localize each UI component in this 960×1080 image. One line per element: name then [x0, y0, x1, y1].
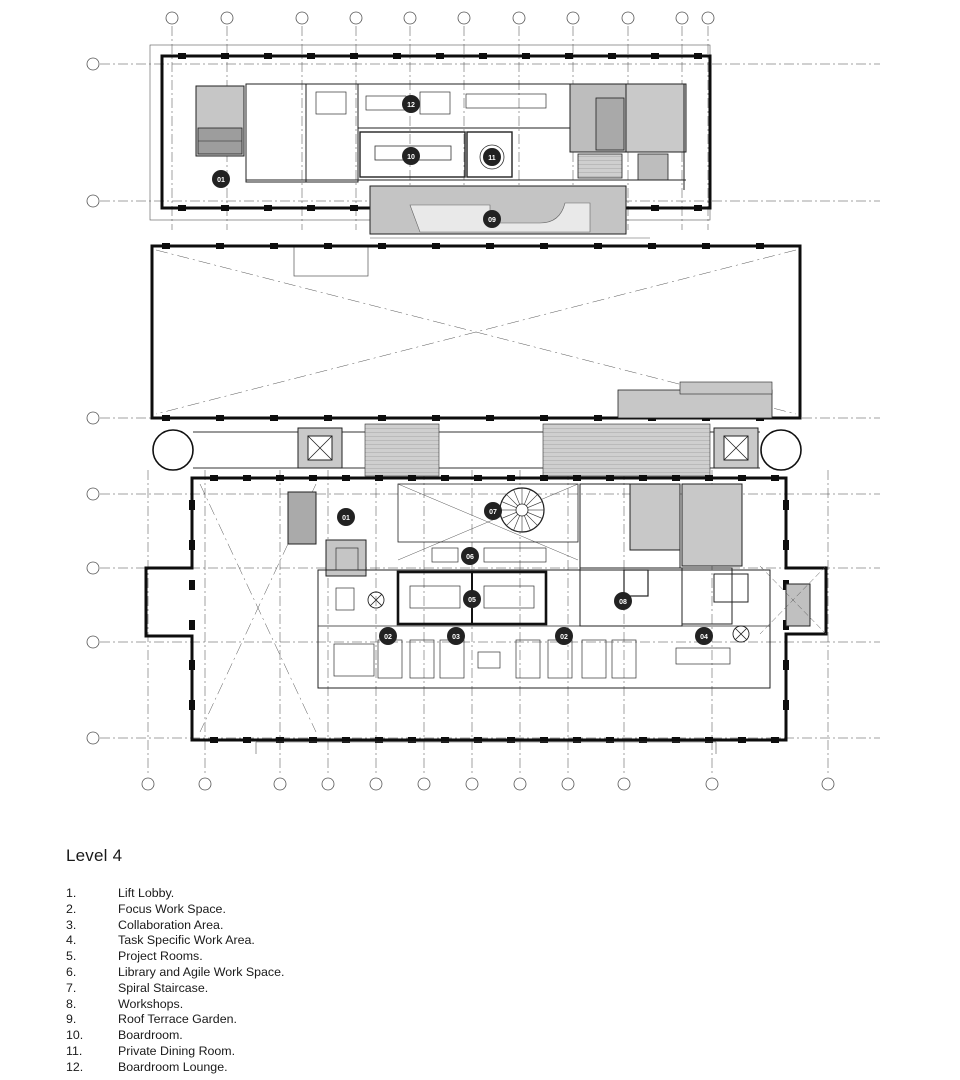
svg-text:12: 12	[407, 102, 415, 109]
floor-plan-drawing: 01 12 10 11 09 01 07 06 05 08 02 03 02 0…	[86, 11, 880, 791]
svg-text:02: 02	[560, 634, 568, 641]
legend-label: Roof Terrace Garden.	[118, 1012, 237, 1027]
marker-08: 08	[614, 592, 632, 610]
legend-item: 8. Workshops.	[66, 997, 666, 1013]
svg-text:03: 03	[452, 634, 460, 641]
legend-item: 4. Task Specific Work Area.	[66, 933, 666, 949]
legend-item: 9. Roof Terrace Garden.	[66, 1012, 666, 1028]
legend-number: 3.	[66, 917, 77, 932]
legend-number: 10.	[66, 1028, 84, 1043]
marker-05: 05	[463, 590, 481, 608]
legend-number: 5.	[66, 949, 77, 964]
marker-12: 12	[402, 95, 420, 113]
legend-label: Lift Lobby.	[118, 886, 175, 900]
svg-text:05: 05	[468, 597, 476, 604]
marker-03: 03	[447, 627, 465, 645]
svg-text:11: 11	[488, 155, 496, 162]
marker-10: 10	[402, 147, 420, 165]
legend-item: 1. Lift Lobby.	[66, 886, 666, 902]
svg-text:04: 04	[700, 634, 708, 641]
marker-11: 11	[483, 148, 501, 166]
link-bridge	[152, 423, 802, 477]
legend-number: 8.	[66, 996, 77, 1011]
legend-number: 6.	[66, 964, 77, 979]
marker-09: 09	[483, 210, 501, 228]
svg-text:09: 09	[488, 217, 496, 224]
legend-number: 1.	[66, 886, 77, 900]
grid-bubbles	[86, 11, 835, 791]
legend-item: 12. Boardroom Lounge.	[66, 1060, 666, 1076]
legend-item: 10. Boardroom.	[66, 1028, 666, 1044]
legend-item: 3. Collaboration Area.	[66, 918, 666, 934]
marker-07: 07	[484, 502, 502, 520]
marker-06: 06	[461, 547, 479, 565]
legend-label: Collaboration Area.	[118, 917, 224, 932]
legend-item: 2. Focus Work Space.	[66, 902, 666, 918]
legend-label: Library and Agile Work Space.	[118, 964, 285, 979]
plan-title: Level 4	[66, 846, 123, 865]
svg-text:01: 01	[342, 515, 350, 522]
svg-text:01: 01	[217, 177, 225, 184]
legend-label: Workshops.	[118, 996, 184, 1011]
legend-label: Private Dining Room.	[118, 1043, 236, 1058]
legend-number: 2.	[66, 901, 77, 916]
room-markers: 01 12 10 11 09 01 07 06 05 08 02 03 02 0…	[212, 95, 713, 645]
svg-text:06: 06	[466, 554, 474, 561]
upper-building	[149, 44, 712, 277]
legend-list: 1. Lift Lobby. 2. Focus Work Space. 3. Coll…	[66, 886, 666, 1076]
svg-text:02: 02	[384, 634, 392, 641]
legend-label: Focus Work Space.	[118, 901, 226, 916]
marker-02-right: 02	[555, 627, 573, 645]
legend-number: 4.	[66, 933, 77, 948]
lower-building	[144, 475, 828, 754]
svg-text:07: 07	[489, 509, 497, 516]
legend-number: 9.	[66, 1012, 77, 1027]
legend-number: 11.	[66, 1043, 83, 1058]
legend-item: 6. Library and Agile Work Space.	[66, 965, 666, 981]
legend-item: 5. Project Rooms.	[66, 949, 666, 965]
legend-number: 7.	[66, 980, 77, 995]
svg-text:08: 08	[619, 599, 627, 606]
marker-02-left: 02	[379, 627, 397, 645]
plan-legend: Level 4 1. Lift Lobby. 2. Focus Work Space…	[66, 846, 666, 1076]
legend-number: 12.	[66, 1059, 84, 1074]
marker-01-bottom: 01	[337, 508, 355, 526]
legend-label: Task Specific Work Area.	[118, 933, 255, 948]
legend-item: 7. Spiral Staircase.	[66, 981, 666, 997]
legend-label: Boardroom Lounge.	[118, 1059, 228, 1074]
marker-04: 04	[695, 627, 713, 645]
atrium-void	[150, 243, 802, 421]
legend-label: Spiral Staircase.	[118, 980, 209, 995]
legend-label: Boardroom.	[118, 1028, 183, 1043]
legend-label: Project Rooms.	[118, 949, 203, 964]
legend-item: 11. Private Dining Room.	[66, 1044, 666, 1060]
marker-01-top: 01	[212, 170, 230, 188]
svg-text:10: 10	[407, 154, 415, 161]
